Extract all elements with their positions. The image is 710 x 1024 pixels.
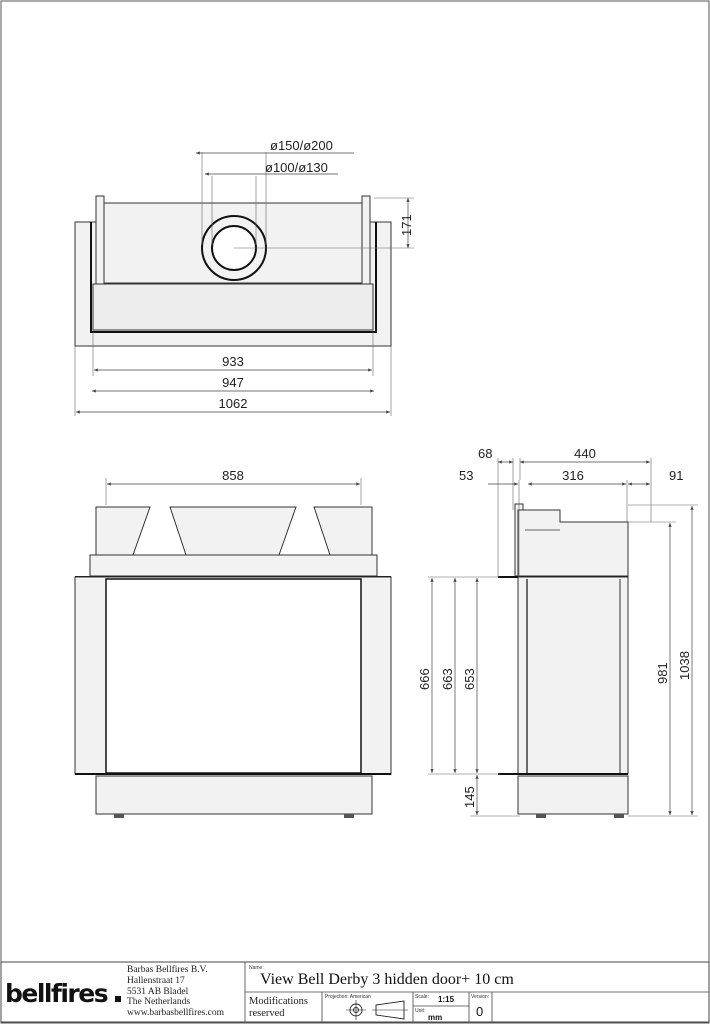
top-view-glass-frame [90,222,377,333]
dim-depth-171: 171 [399,214,414,236]
dim-flue-inner: ø100/ø130 [265,160,328,175]
company-line-1: Barbas Bellfires B.V. [127,964,208,975]
modifications-line-2: reserved [249,1008,285,1019]
dim-68: 68 [478,446,492,461]
front-view-foot-left [114,814,124,818]
dim-width-858: 858 [222,468,244,483]
unit-label: Unit: [415,1008,425,1014]
top-view-back-right-wall [361,195,371,285]
company-line-4: The Netherlands [127,997,190,1007]
bellfires-logo: bellfires [5,979,108,1008]
top-view: ø150/ø200 ø100/ø130 171 933 947 1062 [74,138,414,416]
top-view-back-left-wall [95,195,105,285]
dim-145: 145 [462,786,477,808]
version-value: 0 [476,1004,483,1019]
dim-653: 653 [462,668,477,690]
front-view-foot-right [344,814,354,818]
scale-value: 1:15 [438,995,455,1004]
dim-width-1062: 1062 [219,396,248,411]
dim-981: 981 [655,662,670,684]
unit-value: mm [428,1013,442,1022]
side-view: 68 440 53 316 91 666 663 653 145 981 103… [417,446,698,818]
dim-flue-outer: ø150/ø200 [270,138,333,153]
front-view-hood-band [89,554,378,577]
version-label: Version: [471,994,489,1000]
side-view-body [517,576,629,775]
side-view-foot-left [536,814,546,818]
side-view-base [517,775,629,815]
modifications-line-1: Modifications [249,996,308,1007]
company-website[interactable]: www.barbasbellfires.com [127,1007,225,1018]
dim-width-947: 947 [222,375,244,390]
scale-label: Scale: [415,994,429,1000]
dim-53: 53 [459,468,473,483]
projection-symbol-icon [346,1000,408,1020]
drawing-title: View Bell Derby 3 hidden door+ 10 cm [260,971,514,988]
top-view-glass-front [92,283,374,331]
front-view-base [95,775,373,815]
dim-663: 663 [440,668,455,690]
front-view-glass [105,578,362,774]
side-view-top [517,509,629,577]
dim-1038: 1038 [677,651,692,680]
dim-91: 91 [669,468,683,483]
side-view-foot-right [614,814,624,818]
dim-316: 316 [562,468,584,483]
projection-label: Projection: American [325,994,371,1000]
company-line-3: 5531 AB Bladel [127,987,189,997]
logo-dot [115,996,121,1002]
name-label: Name: [249,965,264,971]
dim-666: 666 [417,668,432,690]
dim-440: 440 [574,446,596,461]
company-line-2: Hallenstraat 17 [127,976,185,986]
title-block: bellfires Barbas Bellfires B.V. Hallenst… [0,961,710,1023]
front-view: 858 [74,468,392,818]
dim-width-933: 933 [222,354,244,369]
